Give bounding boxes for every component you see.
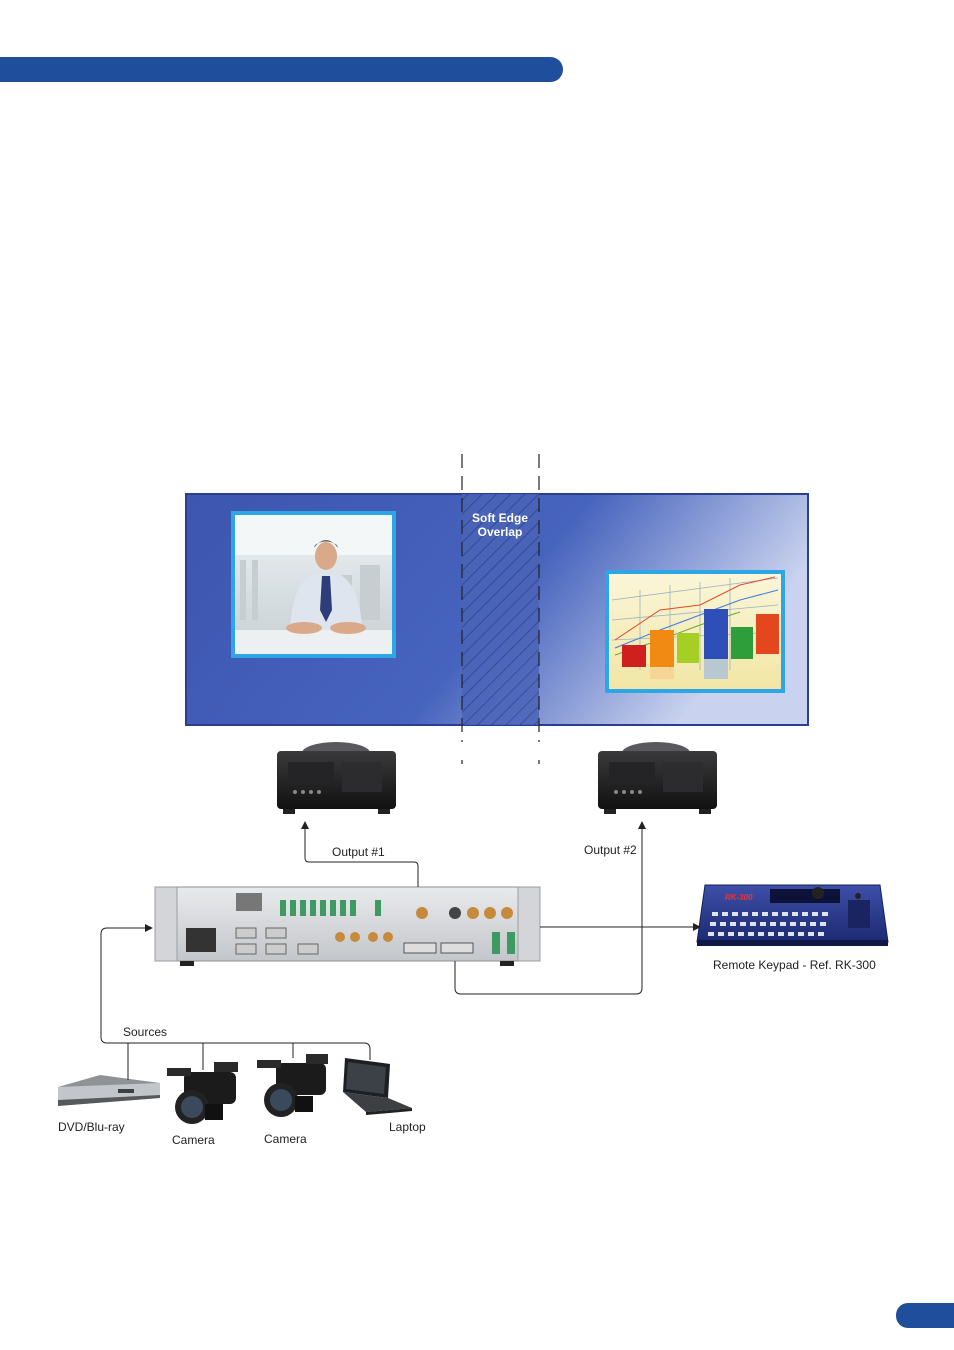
camera2-label: Camera — [264, 1132, 307, 1146]
laptop-label: Laptop — [389, 1120, 426, 1134]
output2-label: Output #2 — [584, 843, 637, 857]
video-processor-device — [155, 887, 540, 966]
remote-keypad: RK-300 — [697, 885, 888, 946]
soft-edge-overlap-label: Soft Edge Overlap — [462, 511, 538, 539]
keypad-brand-text: RK-300 — [725, 893, 753, 902]
laptop — [343, 1058, 412, 1115]
overlap-label-line2: Overlap — [462, 525, 538, 539]
sources-label: Sources — [123, 1025, 167, 1039]
businessman-image — [231, 511, 396, 658]
overlap-label-line1: Soft Edge — [462, 511, 538, 525]
output1-label: Output #1 — [332, 845, 385, 859]
projector-left — [277, 742, 396, 814]
dvd-label: DVD/Blu-ray — [58, 1120, 125, 1134]
camera-1 — [167, 1062, 238, 1124]
camera-2 — [257, 1054, 328, 1117]
dvd-player — [58, 1075, 160, 1106]
bar-chart-image — [605, 570, 785, 693]
projector-right — [598, 742, 717, 814]
keypad-label: Remote Keypad - Ref. RK-300 — [713, 958, 876, 972]
camera1-label: Camera — [172, 1133, 215, 1147]
